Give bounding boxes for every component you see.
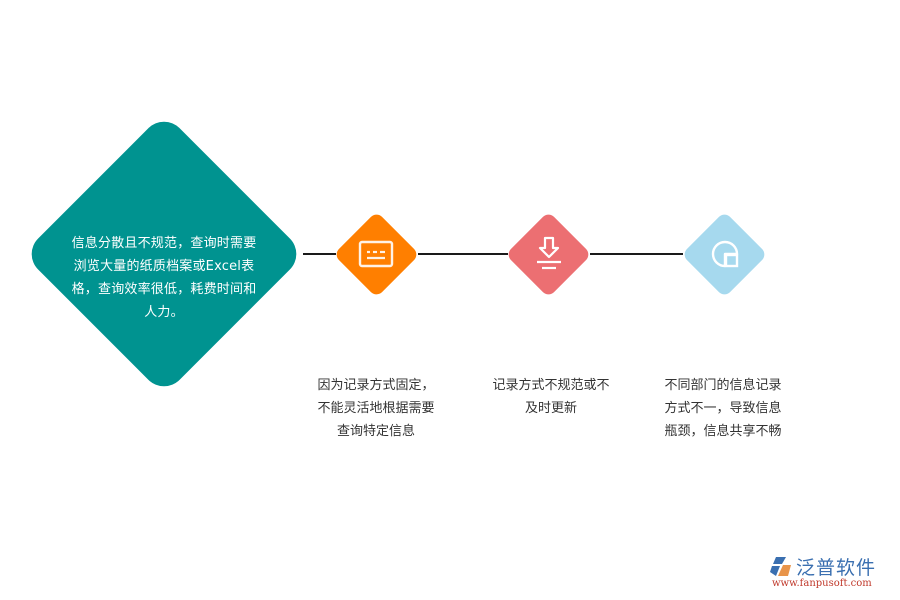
caption-line: 及时更新 — [524, 401, 577, 416]
step-3-caption: 不同部门的信息记录 方式不一，导致信息 瓶颈，信息共享不畅 — [653, 374, 793, 443]
brand-name: 泛普软件 — [796, 557, 877, 579]
download-icon — [529, 234, 569, 274]
caption-line: 不能灵活地根据需要 — [317, 401, 435, 416]
main-text-line: 格，查询效率很低，耗费时间和 — [71, 282, 257, 297]
brand-url: www.fanpusoft.com — [772, 578, 872, 589]
main-text-line: 人力。 — [144, 305, 184, 320]
main-text-line: 信息分散且不规范，查询时需要 — [71, 236, 257, 251]
main-diamond-text: 信息分散且不规范，查询时需要 浏览大量的纸质档案或Excel表 格，查询效率很低… — [52, 232, 276, 324]
step-1-caption: 因为记录方式固定， 不能灵活地根据需要 查询特定信息 — [306, 374, 446, 443]
caption-line: 瓶颈，信息共享不畅 — [664, 424, 782, 439]
caption-line: 不同部门的信息记录 — [664, 378, 782, 393]
connector-line — [418, 253, 508, 255]
fanpu-logo-icon — [770, 557, 791, 576]
caption-line: 方式不一，导致信息 — [664, 401, 782, 416]
connector-line — [303, 253, 336, 255]
brand-logo: 泛普软件 www.fanpusoft.com — [768, 553, 896, 597]
main-text-line: 浏览大量的纸质档案或Excel表 — [73, 259, 255, 274]
caption-line: 记录方式不规范或不 — [492, 378, 610, 393]
chart-pie-icon — [705, 234, 745, 274]
caption-line: 因为记录方式固定， — [317, 378, 435, 393]
id-card-icon — [356, 234, 396, 274]
connector-line — [590, 253, 683, 255]
caption-line: 查询特定信息 — [336, 424, 415, 439]
step-2-caption: 记录方式不规范或不 及时更新 — [481, 374, 621, 420]
